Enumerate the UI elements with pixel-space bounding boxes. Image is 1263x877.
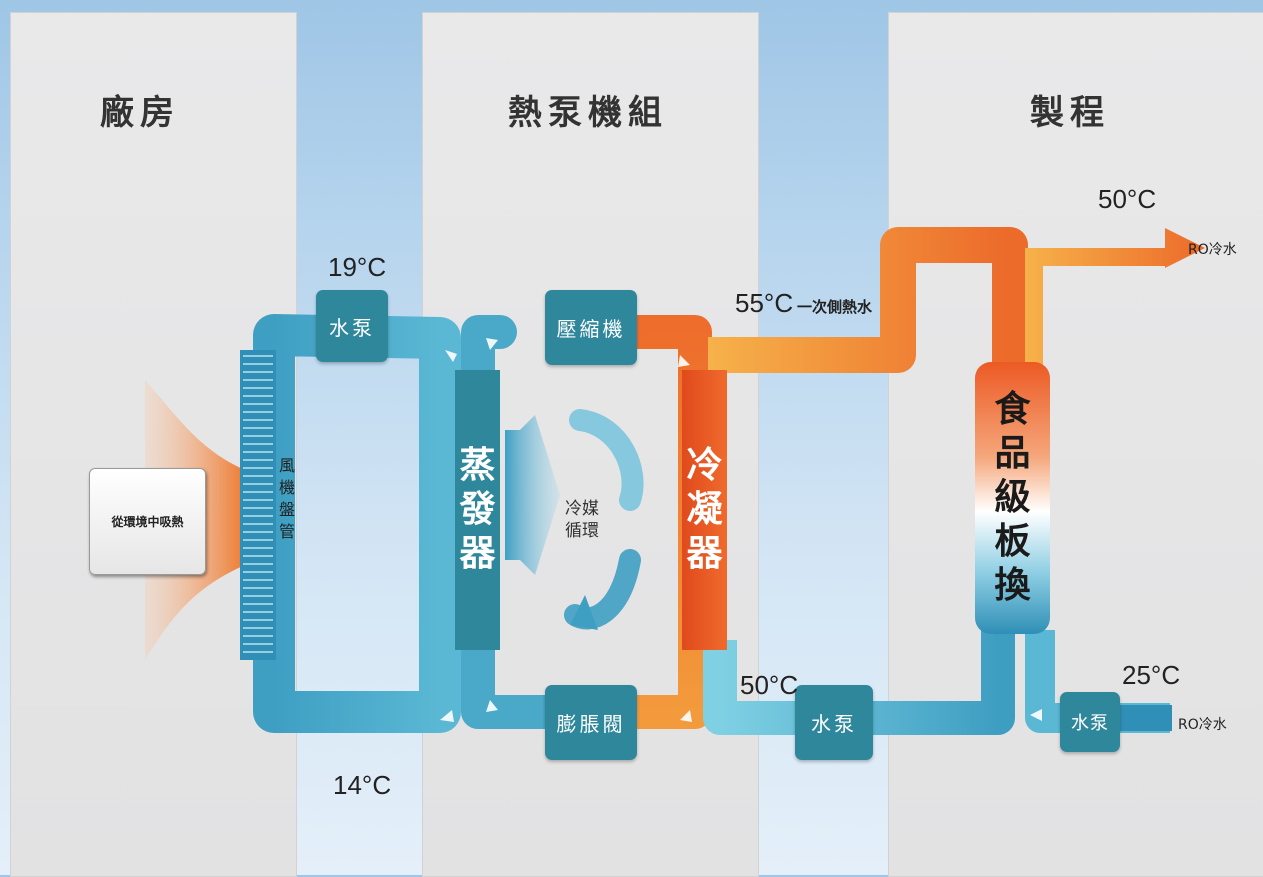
plate-heat-exchanger: 食品級板換 <box>975 362 1050 634</box>
fan-coil-char: 機 <box>278 478 295 497</box>
temp-in-25: 25°C <box>1122 660 1181 690</box>
heat-pump-title: 熱泵機組 <box>508 93 668 133</box>
fan-coil-char: 管 <box>278 522 295 541</box>
left-water-loop <box>253 314 461 733</box>
condenser-char: 器 <box>686 533 723 574</box>
ro-cold-water-out-label: RO冷水 <box>1188 242 1237 258</box>
refrigerant-cycle-line2: 循環 <box>565 521 599 541</box>
refrigerant-cycle-line1: 冷媒 <box>565 499 599 519</box>
fan-coil-grille <box>240 350 276 660</box>
plate-exchanger-char: 板 <box>994 521 1031 562</box>
evaporator-arrow <box>505 415 560 575</box>
fan-coil-label: 風機盤管 <box>277 455 297 543</box>
evaporator-char: 器 <box>459 533 496 574</box>
plate-exchanger-char: 級 <box>994 477 1031 518</box>
temp-out-50: 50°C <box>1098 184 1157 214</box>
flow-arrows <box>440 338 1042 722</box>
ambient-heat-box: 從環境中吸熱 <box>89 468 206 575</box>
temp-return-50: 50°C <box>740 670 799 700</box>
cycle-arrowhead-bottom <box>570 595 598 630</box>
left-pump-box: 水泵 <box>316 290 388 362</box>
ambient-heat-label: 從環境中吸熱 <box>111 515 184 529</box>
right-pump-box: 水泵 <box>1060 692 1120 752</box>
temp-return-14: 14°C <box>333 770 392 800</box>
evaporator-char: 蒸 <box>459 445 496 486</box>
temp-supply-19: 19°C <box>328 252 387 282</box>
fan-coil-char: 風 <box>278 456 295 475</box>
ro-hot-arrow <box>1025 228 1205 380</box>
hot-water-supply <box>708 227 1028 380</box>
ro-cold-inlet-pipe <box>1120 705 1172 731</box>
temp-hot-55: 55°C <box>735 288 794 318</box>
evaporator-char: 發 <box>459 489 496 530</box>
plate-exchanger-char: 換 <box>994 565 1031 606</box>
expansion-valve-box: 膨脹閥 <box>545 685 637 760</box>
compressor-box: 壓縮機 <box>545 290 637 365</box>
plant-title: 廠房 <box>100 93 180 133</box>
process-title: 製程 <box>1030 93 1110 133</box>
plate-exchanger-char: 食 <box>994 389 1031 430</box>
condenser-char: 冷 <box>686 445 723 486</box>
refrigerant-cycle-label: 冷媒 循環 <box>565 498 599 542</box>
primary-hot-water-label: 一次側熱水 <box>797 298 873 316</box>
condenser-char: 凝 <box>686 489 723 530</box>
fan-coil-char: 盤 <box>278 500 295 519</box>
cycle-arrow-top <box>569 409 644 511</box>
evaporator: 蒸發器 <box>455 370 500 650</box>
plate-exchanger-char: 品 <box>994 433 1031 474</box>
ro-cold-water-in-label: RO冷水 <box>1178 717 1227 733</box>
middle-pump-box: 水泵 <box>795 685 873 760</box>
condenser: 冷凝器 <box>682 370 727 650</box>
